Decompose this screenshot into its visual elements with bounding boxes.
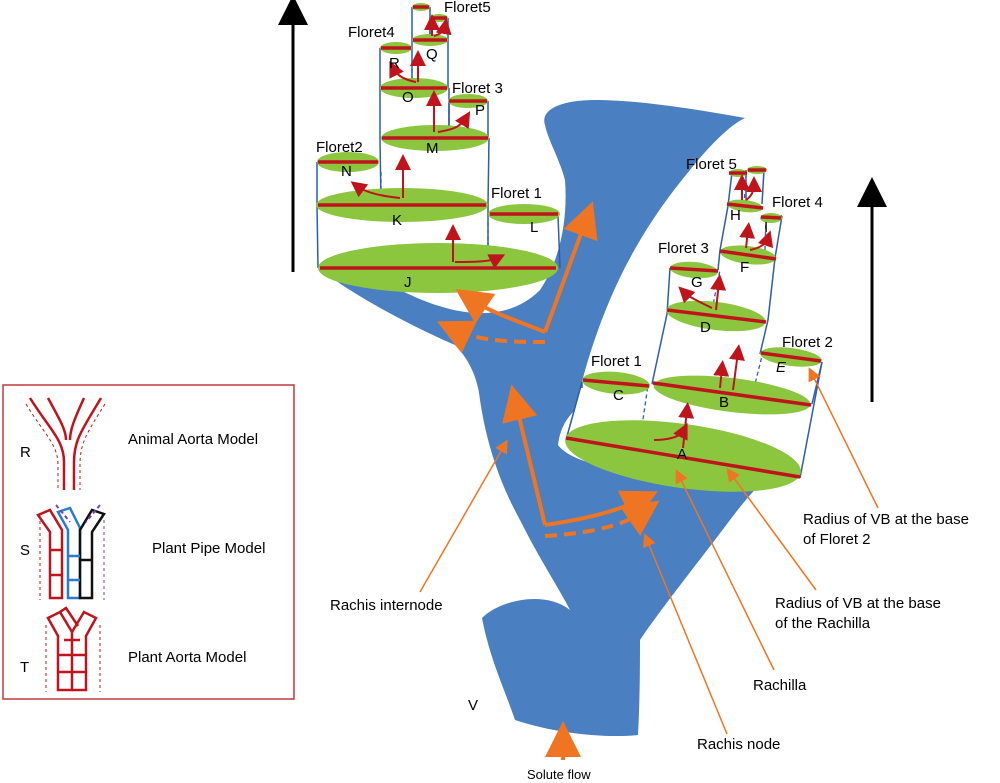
legend-box: R Animal Aorta Model S Plant Pipe Model	[2, 384, 295, 700]
rachilla-label: Rachilla	[753, 677, 807, 694]
label-C: C	[613, 387, 624, 404]
radius-floret2-line1: Radius of VB at the base	[803, 511, 969, 528]
label-N: N	[341, 163, 352, 180]
floret1-right-label: Floret 1	[591, 353, 642, 370]
label-I: I	[764, 219, 768, 236]
rachis-node-label: Rachis node	[697, 736, 780, 753]
label-O: O	[402, 89, 414, 106]
floret4-left-label: Floret4	[348, 24, 395, 41]
label-V: V	[468, 697, 478, 714]
radius-rachilla-line2: of the Rachilla	[775, 615, 871, 632]
label-A: A	[677, 446, 687, 463]
label-Q: Q	[426, 46, 438, 63]
legend-S-text: Plant Pipe Model	[152, 540, 265, 557]
rachis-internode-label: Rachis internode	[330, 597, 443, 614]
legend-T-text: Plant Aorta Model	[128, 649, 246, 666]
label-G: G	[691, 274, 703, 291]
rachis-stem-shape	[318, 100, 790, 737]
label-M: M	[426, 140, 439, 157]
right-spikelet: A B C D E F G H I Floret 1 Floret 2 Flor…	[565, 156, 833, 492]
floret5-left-label: Floret5	[444, 0, 491, 16]
floret2-left-label: Floret2	[316, 139, 363, 156]
floret5-right-label: Floret 5	[686, 156, 737, 173]
plant-aorta-icon	[45, 606, 101, 692]
floret1-left-label: Floret 1	[491, 185, 542, 202]
plant-pipe-icon	[36, 504, 106, 600]
legend-S-letter: S	[20, 542, 30, 559]
label-D: D	[700, 319, 711, 336]
animal-aorta-icon	[25, 397, 106, 490]
label-H: H	[730, 207, 741, 224]
label-E: E	[776, 359, 787, 376]
solute-flow-arrows	[436, 201, 660, 760]
label-J: J	[404, 274, 412, 291]
floret4-right-label: Floret 4	[772, 194, 823, 211]
floret2-right-label: Floret 2	[782, 334, 833, 351]
label-P: P	[475, 102, 485, 119]
radius-floret2-line2: of Floret 2	[803, 531, 871, 548]
legend-T-letter: T	[20, 659, 29, 676]
label-R: R	[389, 55, 400, 72]
label-F: F	[740, 259, 749, 276]
legend-R-letter: R	[20, 444, 31, 461]
label-L: L	[530, 219, 538, 236]
label-K: K	[392, 212, 402, 229]
solute-flow-label: Solute flow	[527, 767, 591, 782]
floret3-right-label: Floret 3	[658, 240, 709, 257]
label-B: B	[719, 394, 729, 411]
left-spikelet: J K L N M P O R Q Floret 1 Floret2 Flore…	[316, 0, 561, 293]
legend-R-text: Animal Aorta Model	[128, 431, 258, 448]
radius-rachilla-line1: Radius of VB at the base	[775, 595, 941, 612]
annotation-pointers	[419, 367, 879, 735]
floret3-left-label: Floret 3	[452, 80, 503, 97]
